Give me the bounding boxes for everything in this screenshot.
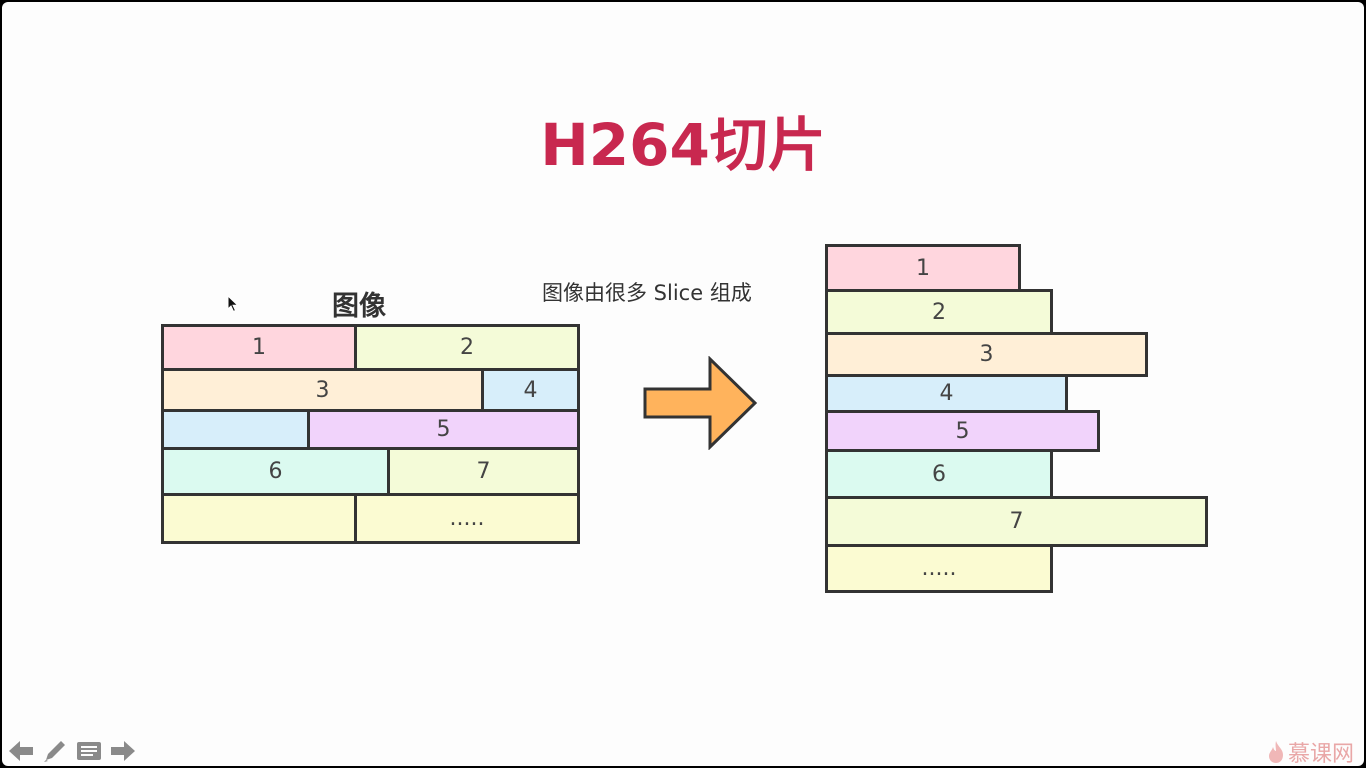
stack-slice: 4 bbox=[825, 374, 1068, 413]
grid-slice bbox=[161, 409, 310, 450]
stack-slice: 7 bbox=[825, 496, 1208, 547]
forward-arrow-icon[interactable] bbox=[108, 736, 138, 766]
slice-caption: 图像由很多 Slice 组成 bbox=[542, 281, 752, 305]
flame-logo-icon bbox=[1268, 741, 1283, 763]
stack-slice: 6 bbox=[825, 449, 1053, 499]
stack-slice: 3 bbox=[825, 332, 1148, 377]
brand-watermark: 慕课网 bbox=[1268, 736, 1354, 768]
grid-slice: 2 bbox=[354, 324, 580, 371]
grid-slice: 1 bbox=[161, 324, 357, 371]
brand-text: 慕课网 bbox=[1287, 742, 1354, 767]
grid-slice: ..... bbox=[354, 493, 580, 544]
pen-icon[interactable] bbox=[40, 736, 70, 766]
grid-slice: 3 bbox=[161, 368, 484, 412]
presentation-toolbar bbox=[6, 736, 138, 766]
stack-slice: 5 bbox=[825, 410, 1100, 452]
back-arrow-icon[interactable] bbox=[6, 736, 36, 766]
grid-slice: 7 bbox=[387, 447, 580, 496]
notes-icon[interactable] bbox=[74, 736, 104, 766]
stack-slice: 1 bbox=[825, 244, 1021, 292]
right-arrow-icon bbox=[643, 356, 758, 450]
grid-slice bbox=[161, 493, 357, 544]
stack-slice: 2 bbox=[825, 289, 1053, 335]
image-label: 图像 bbox=[332, 291, 386, 322]
grid-slice: 4 bbox=[481, 368, 580, 412]
stack-slice: ..... bbox=[825, 544, 1053, 593]
slide-title: H264切片 bbox=[540, 111, 826, 179]
grid-slice: 6 bbox=[161, 447, 390, 496]
mouse-cursor-icon bbox=[227, 295, 239, 313]
grid-slice: 5 bbox=[307, 409, 580, 450]
